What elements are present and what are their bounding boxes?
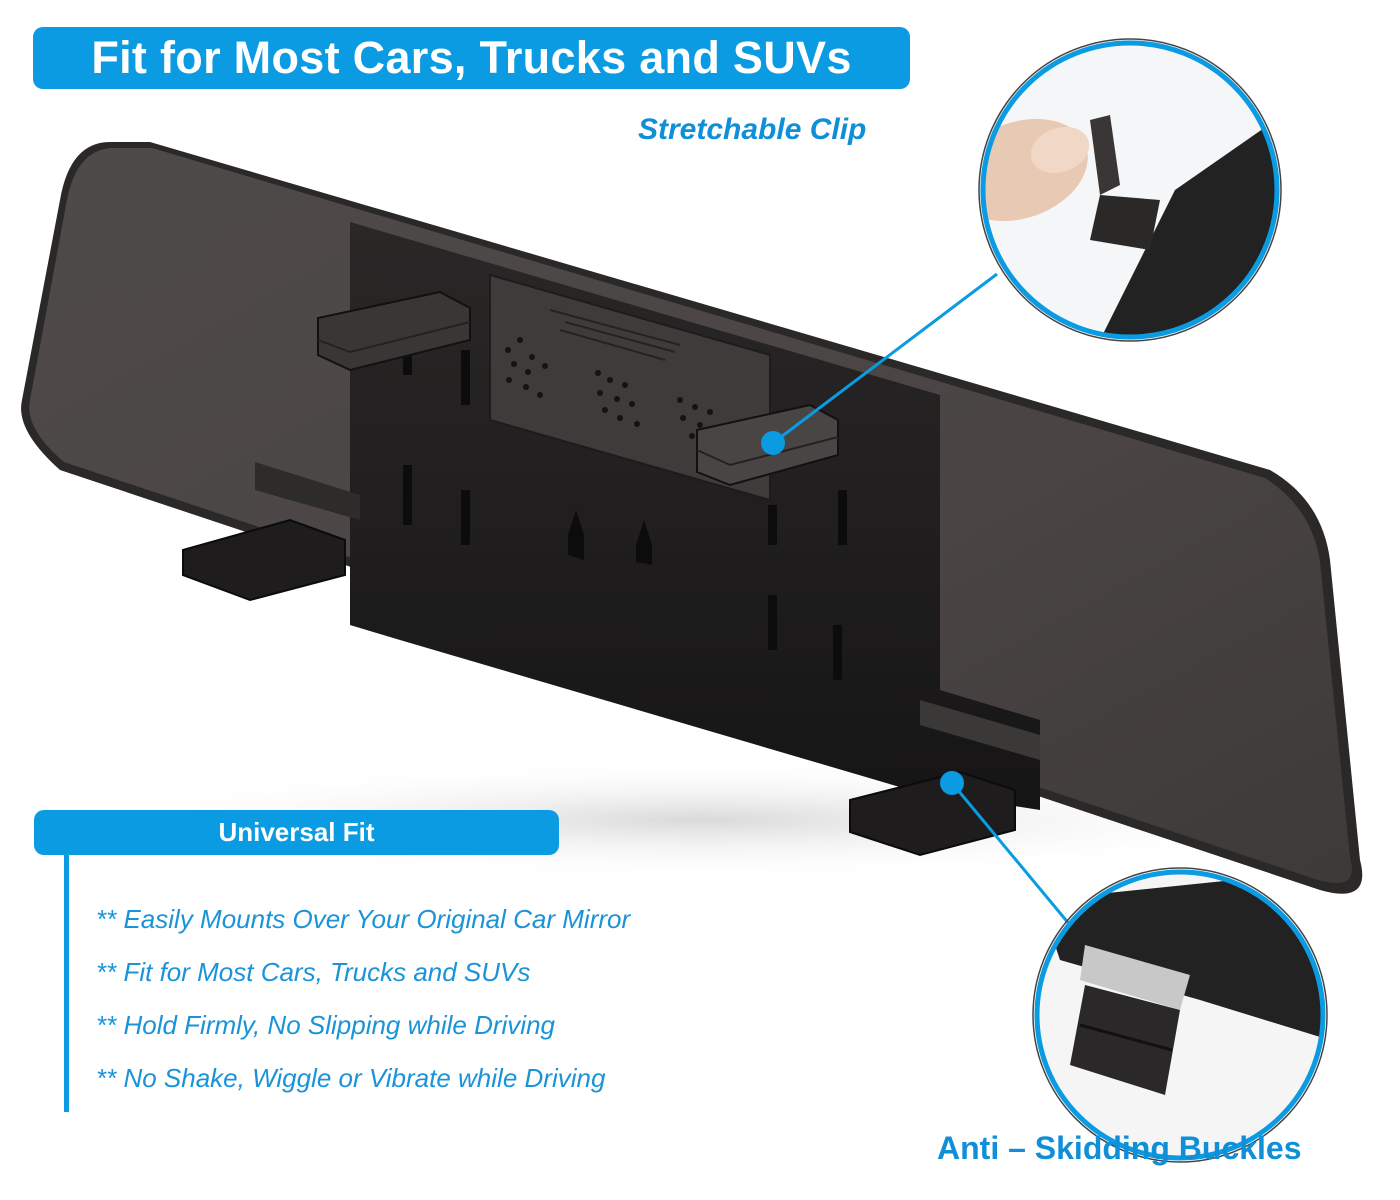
feature-item: ** Hold Firmly, No Slipping while Drivin… bbox=[96, 1010, 555, 1040]
anti-skid-buckle bbox=[849, 700, 1040, 857]
magnified-buckle-circle bbox=[1032, 867, 1328, 1163]
universal-fit-heading: Universal Fit bbox=[218, 817, 375, 847]
magnified-clip-circle bbox=[978, 38, 1282, 342]
clip-marker-dot bbox=[761, 431, 785, 455]
leader-lines bbox=[761, 272, 1072, 926]
speaker-holes bbox=[505, 337, 713, 439]
top-left-clip bbox=[317, 290, 471, 372]
left-buckle bbox=[182, 462, 360, 602]
buckle-marker-dot bbox=[940, 771, 964, 795]
feature-item: ** No Shake, Wiggle or Vibrate while Dri… bbox=[96, 1063, 606, 1093]
title-banner: Fit for Most Cars, Trucks and SUVs bbox=[33, 27, 910, 89]
feature-item: ** Fit for Most Cars, Trucks and SUVs bbox=[96, 957, 531, 987]
anti-skidding-buckles-label: Anti – Skidding Buckles bbox=[937, 1130, 1302, 1166]
feature-item: ** Easily Mounts Over Your Original Car … bbox=[96, 904, 631, 934]
stretchable-clip-label: Stretchable Clip bbox=[638, 113, 867, 146]
feature-list: ** Easily Mounts Over Your Original Car … bbox=[96, 900, 630, 1112]
universal-fit-divider bbox=[64, 852, 69, 1112]
title-text: Fit for Most Cars, Trucks and SUVs bbox=[91, 32, 852, 83]
universal-fit-banner: Universal Fit bbox=[34, 810, 559, 855]
frame-slots bbox=[403, 330, 847, 680]
